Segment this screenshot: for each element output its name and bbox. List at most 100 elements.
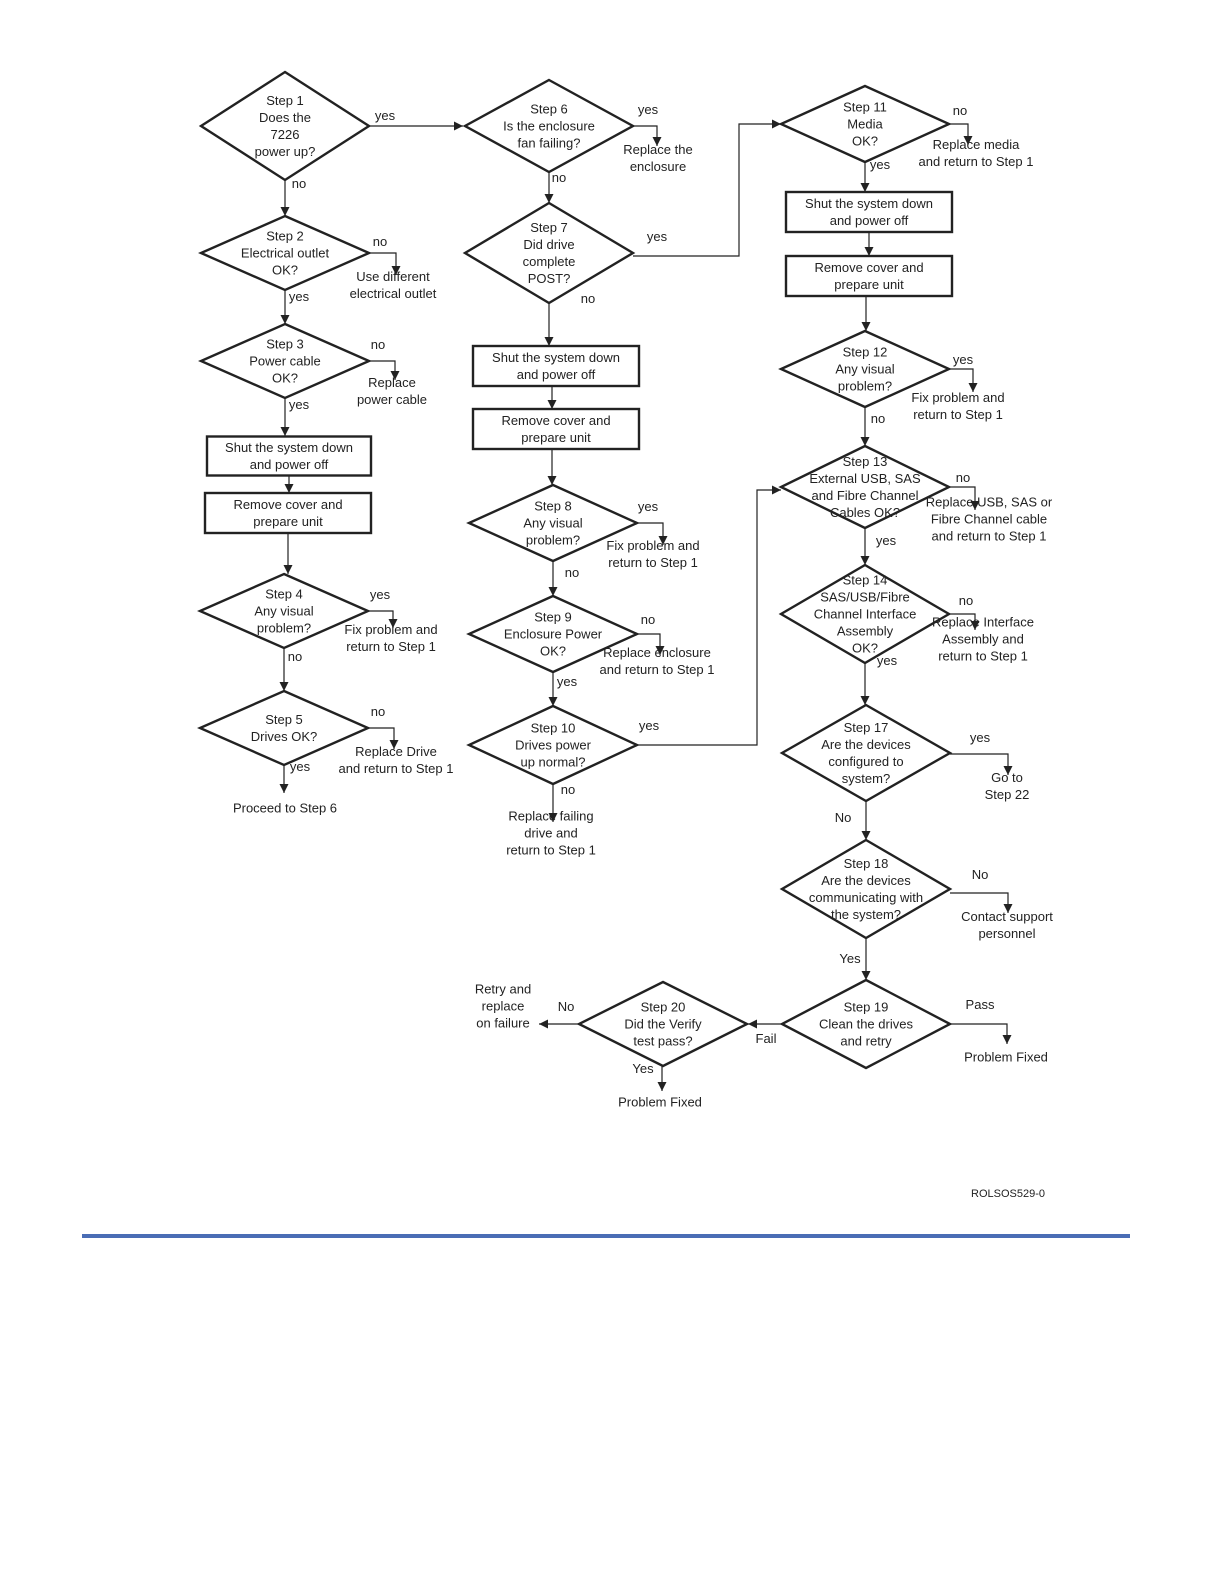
decision-diamond [779, 703, 953, 803]
edge-label: Fail [756, 1031, 777, 1046]
node-text-line: Did drive [523, 237, 574, 252]
node-text-line: Remove cover and [233, 497, 342, 512]
connector-step8-to-step9 [548, 561, 558, 596]
process-box [471, 407, 641, 451]
arrowhead [861, 831, 871, 840]
node-text-line: OK? [852, 641, 878, 656]
node-text-line: Step 4 [265, 587, 303, 602]
connector-step5-to-out-replace-drive [368, 727, 399, 749]
node-text-line: Fibre Channel cable [931, 512, 1047, 527]
connector-step10-to-step13 [637, 485, 781, 746]
connector-step10-to-out-replace-failing [548, 784, 558, 822]
decision-diamond [466, 594, 640, 674]
edge-label: yes [638, 499, 659, 514]
edge-label: yes [953, 352, 974, 367]
node-text-line: POST? [528, 271, 571, 286]
node-text-line: Step 13 [843, 454, 888, 469]
node-text-line: OK? [852, 134, 878, 149]
node-text-line: the system? [831, 907, 901, 922]
decision-diamond [198, 214, 372, 292]
edge-label: yes [876, 533, 897, 548]
edge-label: yes [289, 397, 310, 412]
edge-label: no [373, 234, 387, 249]
edge-label: no [552, 170, 566, 185]
edge-label: No [835, 810, 852, 825]
node-text-line: Are the devices [821, 873, 911, 888]
edge-label: no [292, 176, 306, 191]
edge-label: No [558, 999, 575, 1014]
node-text-line: configured to [828, 754, 903, 769]
node-text-line: on failure [476, 1016, 529, 1031]
edge-label: Yes [839, 951, 861, 966]
decision-diamond [198, 70, 372, 182]
node-text-line: Replace Drive [355, 744, 437, 759]
connector-shut1-to-remove1 [284, 476, 294, 493]
decision-diamond [779, 838, 953, 940]
node-text-line: and power off [830, 213, 909, 228]
connector-step7-to-shut2 [544, 303, 554, 346]
connector-step1-to-step6 [369, 121, 463, 131]
node-text-line: return to Step 1 [608, 555, 698, 570]
connector-line [633, 123, 781, 257]
edge-label: yes [638, 102, 659, 117]
arrowhead [390, 371, 400, 380]
node-text-line: return to Step 1 [938, 649, 1028, 664]
node-text-line: Replace [368, 375, 416, 390]
arrowhead [548, 587, 558, 596]
arrowhead [970, 501, 980, 510]
node-text-line: problem? [257, 621, 311, 636]
node-text-line: Fix problem and [606, 538, 699, 553]
decision-diamond [779, 978, 953, 1070]
node-text-line: enclosure [630, 159, 686, 174]
edge-label: no [641, 612, 655, 627]
node-text-line: OK? [540, 644, 566, 659]
node-text-line: and retry [840, 1034, 892, 1049]
node-text-line: Step 11 [843, 100, 887, 115]
edge-label: yes [970, 730, 991, 745]
edge-label: yes [639, 718, 660, 733]
arrowhead [548, 813, 558, 822]
connector-shut2-to-remove2 [547, 386, 557, 409]
arrowhead [970, 621, 980, 630]
node-text-line: Step 1 [266, 93, 304, 108]
node-text-line: Any visual [254, 604, 313, 619]
node-text-line: Fix problem and [344, 622, 437, 637]
decision-diamond [197, 572, 371, 650]
node-text-line: Drives OK? [251, 729, 317, 744]
edge-label: no [581, 291, 595, 306]
connector-remove2-to-step8 [547, 449, 557, 485]
node-text-line: Drives power [515, 738, 592, 753]
arrowhead [547, 476, 557, 485]
edge-label: yes [870, 157, 891, 172]
node-text-line: test pass? [633, 1034, 692, 1049]
node-text-line: Step 20 [641, 1000, 686, 1015]
node-text-line: Step 3 [266, 337, 304, 352]
connector-step8-to-out-fix-8 [637, 522, 668, 545]
node-text-line: Step 7 [530, 220, 568, 235]
connector-step17-to-step18 [861, 801, 871, 840]
arrowhead [283, 565, 293, 574]
connector-step2-to-out-diff-outlet [369, 252, 401, 275]
node-text-line: and return to Step 1 [600, 662, 715, 677]
arrowhead [454, 121, 463, 131]
arrowhead [544, 194, 554, 203]
arrowhead [388, 619, 398, 628]
connector-remove1-to-step4 [283, 533, 293, 574]
connector-step13-to-step14 [860, 528, 870, 565]
arrowhead [544, 337, 554, 346]
decision-diamond [462, 78, 636, 174]
node-text-line: Step 19 [844, 1000, 889, 1015]
edge-label: no [561, 782, 575, 797]
